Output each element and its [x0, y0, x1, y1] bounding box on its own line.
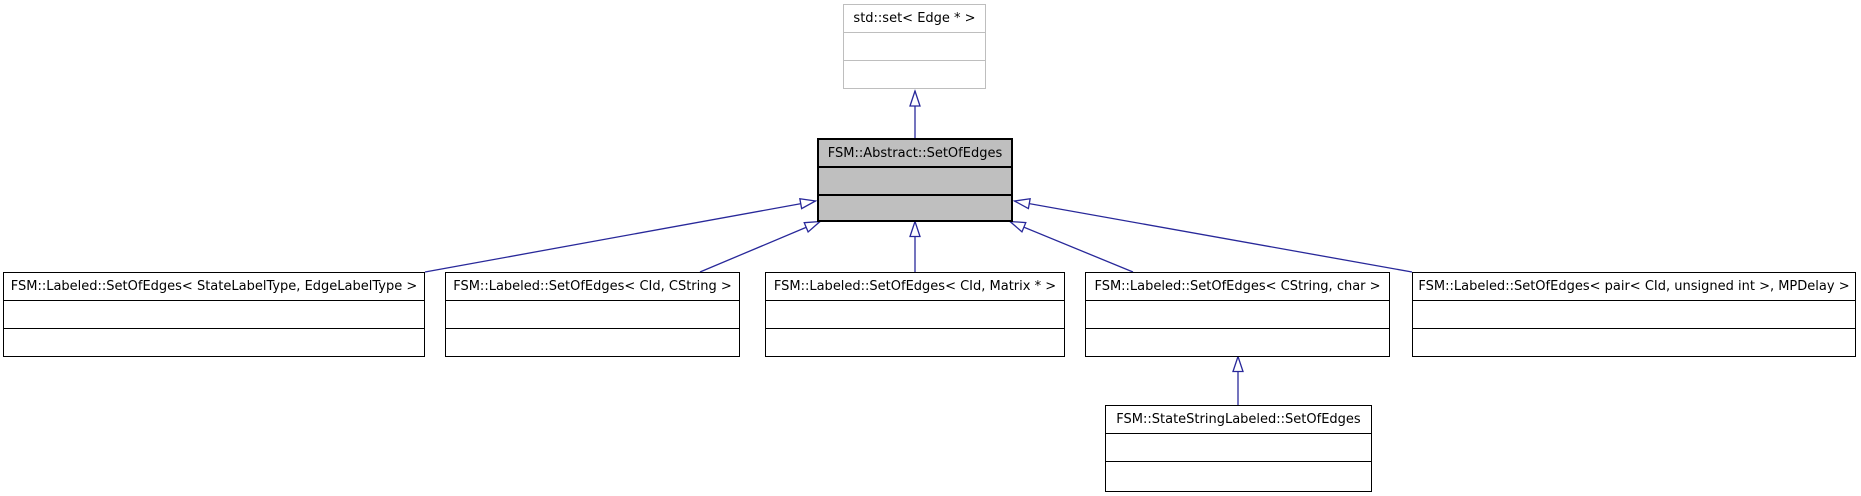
methods-compartment: [766, 329, 1064, 356]
class-name: FSM::Labeled::SetOfEdges< CId, CString >: [446, 273, 739, 301]
attributes-compartment: [1086, 301, 1389, 329]
class-node-labeled-statelabeltype-edgelabeltype[interactable]: FSM::Labeled::SetOfEdges< StateLabelType…: [3, 272, 425, 357]
attributes-compartment: [1106, 434, 1371, 462]
class-node-std-set: std::set< Edge * >: [843, 4, 986, 89]
class-node-abstract-setofedges: FSM::Abstract::SetOfEdges: [817, 138, 1013, 222]
methods-compartment: [1106, 462, 1371, 491]
class-name: std::set< Edge * >: [844, 5, 985, 33]
class-name: FSM::Labeled::SetOfEdges< CString, char …: [1086, 273, 1389, 301]
attributes-compartment: [819, 168, 1011, 196]
attributes-compartment: [4, 301, 424, 329]
attributes-compartment: [446, 301, 739, 329]
class-node-statestringlabeled-setofedges[interactable]: FSM::StateStringLabeled::SetOfEdges: [1105, 405, 1372, 492]
methods-compartment: [819, 196, 1011, 220]
methods-compartment: [844, 61, 985, 88]
class-name: FSM::Labeled::SetOfEdges< CId, Matrix * …: [766, 273, 1064, 301]
methods-compartment: [4, 329, 424, 356]
edge-labeled-cid-cstring-to-abstract: [699, 222, 820, 273]
class-name: FSM::Labeled::SetOfEdges< StateLabelType…: [4, 273, 424, 301]
edge-labeled-cstring-char-to-abstract: [1010, 222, 1134, 273]
attributes-compartment: [766, 301, 1064, 329]
methods-compartment: [1413, 329, 1855, 356]
attributes-compartment: [844, 33, 985, 61]
methods-compartment: [1086, 329, 1389, 356]
class-node-labeled-cid-cstring[interactable]: FSM::Labeled::SetOfEdges< CId, CString >: [445, 272, 740, 357]
methods-compartment: [446, 329, 739, 356]
edge-labeled-statelabel-to-abstract: [424, 201, 816, 273]
edge-labeled-pair-mpdelay-to-abstract: [1015, 201, 1413, 273]
class-node-labeled-pair-mpdelay[interactable]: FSM::Labeled::SetOfEdges< pair< CId, uns…: [1412, 272, 1856, 357]
class-name: FSM::StateStringLabeled::SetOfEdges: [1106, 406, 1371, 434]
class-node-labeled-cstring-char[interactable]: FSM::Labeled::SetOfEdges< CString, char …: [1085, 272, 1390, 357]
attributes-compartment: [1413, 301, 1855, 329]
class-node-labeled-cid-matrix[interactable]: FSM::Labeled::SetOfEdges< CId, Matrix * …: [765, 272, 1065, 357]
class-name: FSM::Labeled::SetOfEdges< pair< CId, uns…: [1413, 273, 1855, 301]
class-name: FSM::Abstract::SetOfEdges: [819, 140, 1011, 168]
